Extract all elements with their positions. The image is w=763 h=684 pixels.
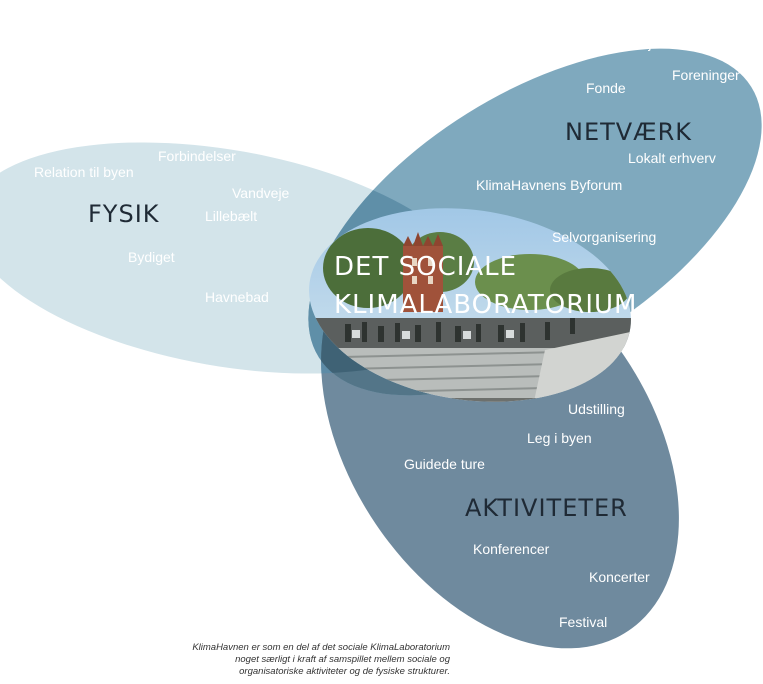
- fysik-item: Lillebælt: [205, 208, 257, 224]
- netvaerk-item: Lokalt erhverv: [628, 150, 716, 166]
- center-title-line1: DET SOCIALE: [334, 252, 517, 282]
- caption: KlimaHavnen er som en del af det sociale…: [120, 642, 450, 678]
- netvaerk-title: NETVÆRK: [565, 118, 692, 146]
- caption-line: noget særligt i kraft af samspillet mell…: [235, 654, 450, 665]
- netvaerk-item: Foreninger: [672, 67, 740, 83]
- aktiviteter-item: Guidede ture: [404, 456, 485, 472]
- netvaerk-item: Ejerforeninger: [639, 35, 727, 51]
- fysik-title: FYSIK: [88, 200, 160, 228]
- fysik-item: Forbindelser: [158, 148, 236, 164]
- fysik-item: Bydiget: [128, 249, 175, 265]
- center-title-line2: KLIMALABORATORIUM: [334, 290, 637, 320]
- aktiviteter-title: AKTIVITETER: [465, 494, 628, 522]
- netvaerk-item: Selvorganisering: [552, 229, 656, 245]
- aktiviteter-item: Leg i byen: [527, 430, 592, 446]
- fysik-item: Vandveje: [232, 185, 290, 201]
- netvaerk-item: KlimaHavnens Byforum: [476, 177, 622, 193]
- fysik-item: Havnebad: [205, 289, 269, 305]
- aktiviteter-item: Udstilling: [568, 401, 625, 417]
- aktiviteter-item: Koncerter: [589, 569, 650, 585]
- aktiviteter-item: Konferencer: [473, 541, 550, 557]
- aktiviteter-item: Festival: [559, 614, 607, 630]
- netvaerk-item: Fonde: [586, 80, 626, 96]
- caption-line: KlimaHavnen er som en del af det sociale…: [192, 642, 450, 653]
- fysik-item: Relation til byen: [34, 164, 134, 180]
- caption-line: organisatoriske aktiviteter og de fysisk…: [239, 666, 450, 677]
